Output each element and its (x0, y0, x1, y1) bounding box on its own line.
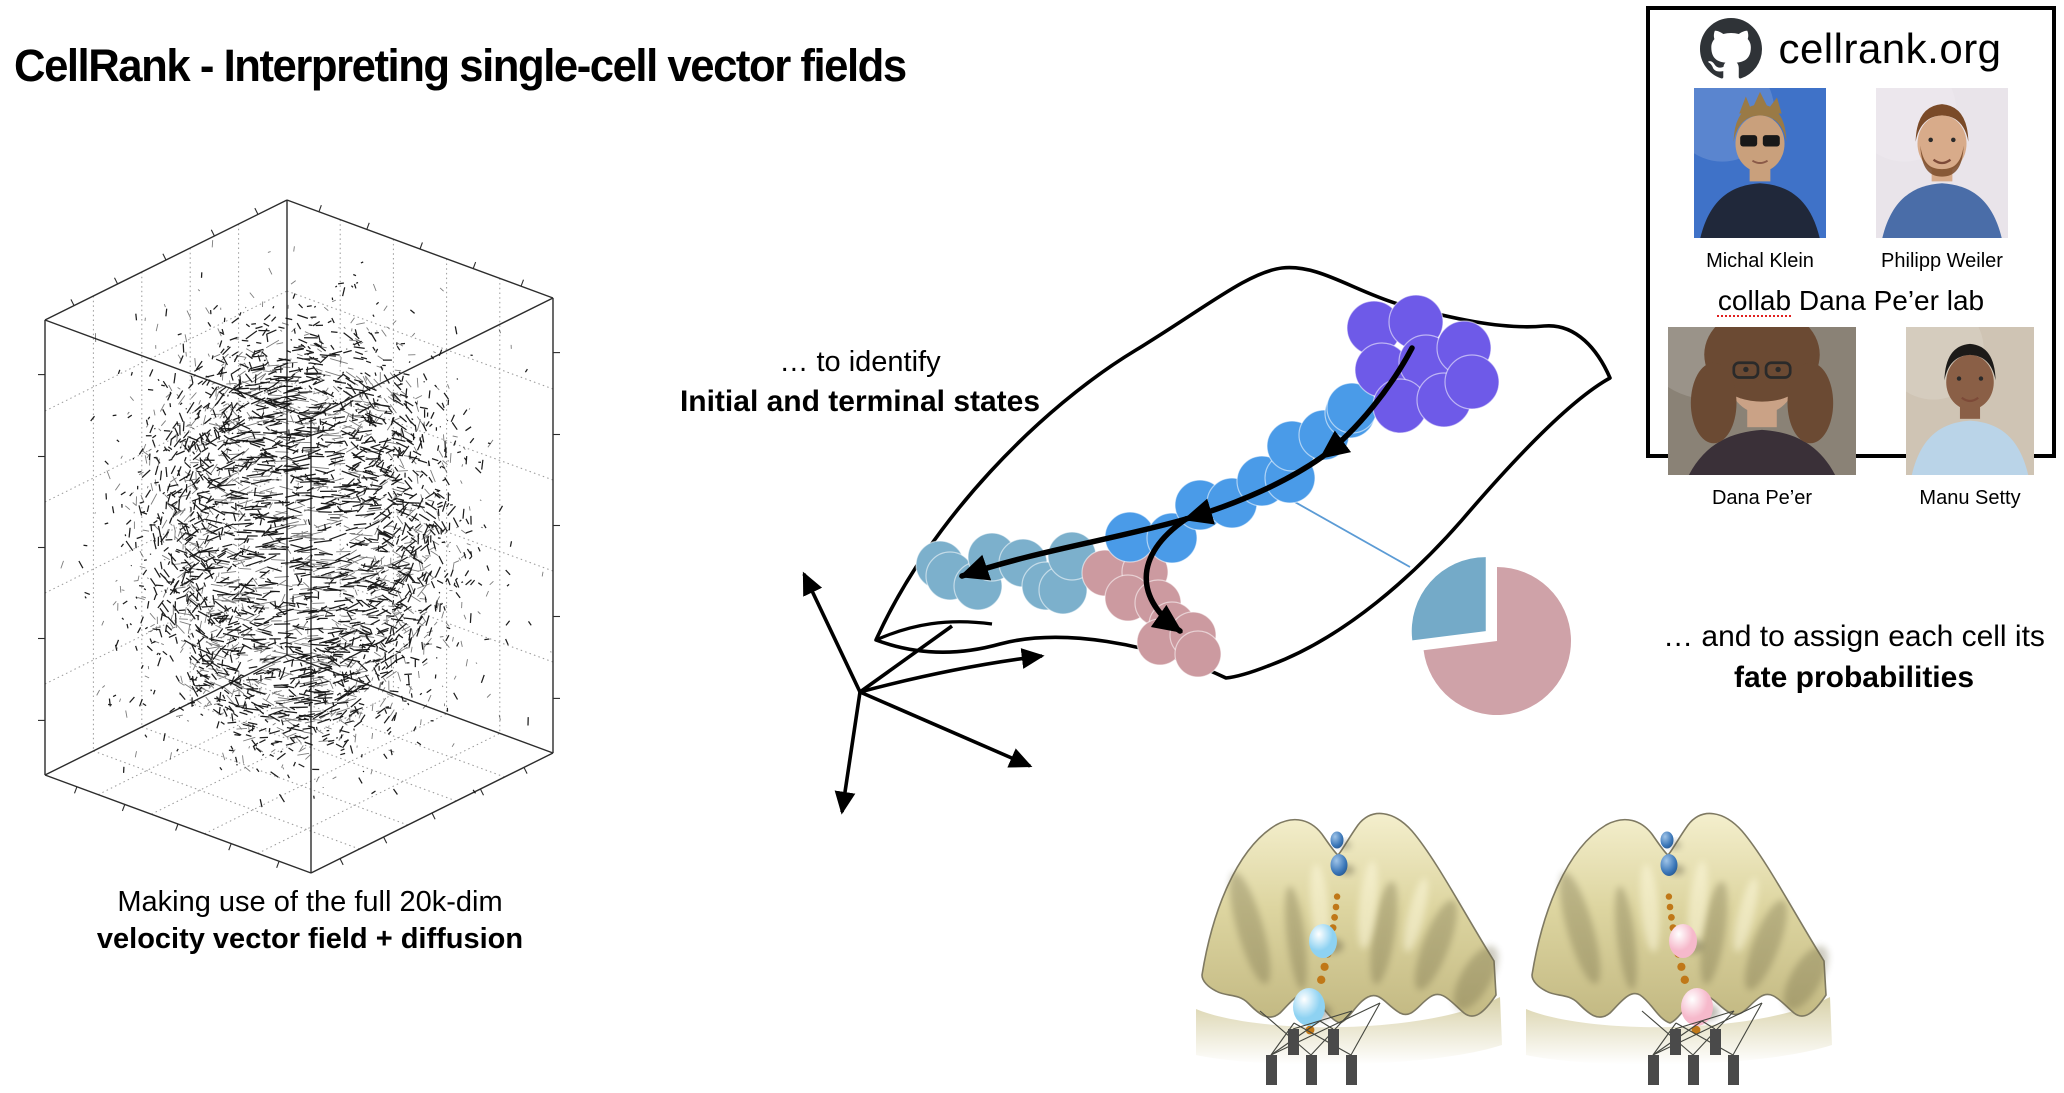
person-philipp-weiler: Philipp Weiler (1852, 57, 2008, 273)
photo-dana-peer (1634, 251, 1856, 512)
github-icon (1700, 18, 1763, 79)
cube-axis-ticks (38, 205, 560, 868)
person-name: Manu Setty (1919, 487, 2021, 509)
photo-michal-klein (1670, 57, 1826, 243)
collab-word: collab (1717, 285, 1792, 316)
photo-manu-setty (1883, 299, 2034, 480)
lead-line-1: … to identify (779, 346, 941, 378)
branch-arrow (1143, 516, 1189, 634)
person-name: Michal Klein (1706, 250, 1814, 272)
person-name: Dana Pe’er (1711, 487, 1813, 509)
identify-text: … to identify Initial and terminal state… (620, 342, 1100, 422)
coordinate-axes-icon (802, 571, 1045, 815)
collab-rest: Dana Pe’er lab (1791, 285, 1985, 316)
photo-row-1: Michal Klein Philipp Weiler (1670, 57, 2008, 273)
terminal-state-bottom-cluster (1081, 548, 1222, 678)
photo-row-2: Dana Pe’er Manu Setty (1634, 251, 2034, 512)
panel-header: cellrank.org (1700, 18, 2001, 80)
caption-line-1: Making use of the full 20k-dim (117, 886, 503, 918)
lead-line-2: Initial and terminal states (679, 385, 1041, 418)
pie-slice-blue-fate (1411, 557, 1486, 641)
pie-annotation-line (1262, 483, 1411, 568)
fate-text: … and to assign each cell its fate proba… (1608, 616, 2064, 698)
person-manu-setty: Manu Setty (1883, 299, 2034, 510)
fate-line-2: fate probabilities (1733, 661, 1975, 694)
cube-gridlines (44, 219, 554, 854)
collab-line: collab Dana Pe’er lab (1718, 285, 1984, 317)
photo-philipp-weiler (1852, 57, 2008, 243)
caption-line-2: velocity vector field + diffusion (96, 923, 524, 955)
pie-slice-pink-fate (1423, 567, 1571, 715)
person-michal-klein: Michal Klein (1670, 57, 1826, 273)
fate-line-1: … and to assign each cell its (1663, 620, 2045, 653)
page-title: CellRank - Interpreting single-cell vect… (14, 40, 907, 91)
vector-field-cube (25, 188, 595, 888)
quiver-field (60, 240, 552, 808)
waddington-landscape-blue (1188, 783, 1508, 1088)
fate-pie-chart (1411, 557, 1571, 715)
vector-field-caption: Making use of the full 20k-dim velocity … (30, 884, 590, 958)
cube-frame (44, 199, 554, 874)
person-name: Philipp Weiler (1881, 250, 2003, 272)
waddington-landscape-pink (1518, 783, 1838, 1088)
manifold-fold (875, 620, 993, 642)
manifold-outline (874, 265, 1612, 680)
trajectory-cells (1104, 382, 1378, 564)
person-dana-peer: Dana Pe’er (1634, 251, 1856, 512)
quiver-cube-icon (38, 199, 560, 874)
terminal-state-left-cluster (915, 531, 1097, 615)
cellrank-panel: cellrank.org Michal Klein (1634, 6, 2056, 512)
site-link[interactable]: cellrank.org (1778, 25, 2002, 72)
initial-state-cluster (1346, 294, 1500, 434)
